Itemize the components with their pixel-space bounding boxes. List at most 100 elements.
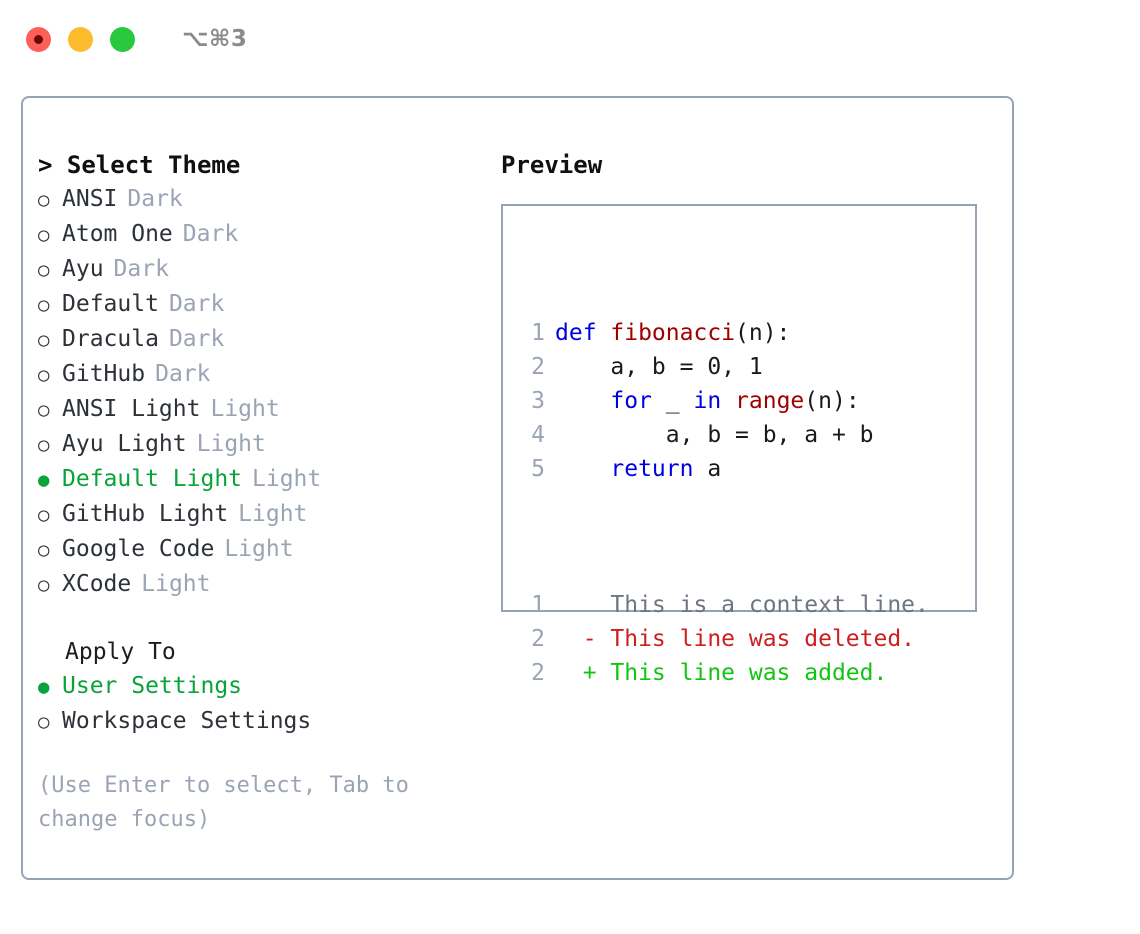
- radio-unselected-icon: ○: [38, 294, 50, 316]
- minimize-button[interactable]: [68, 26, 93, 52]
- radio-unselected-icon: ○: [38, 574, 50, 596]
- code-token-kw: def: [555, 320, 611, 346]
- theme-option-11[interactable]: ○ XCode Light: [38, 567, 488, 602]
- apply-to-option-0[interactable]: ● User Settings: [38, 669, 488, 704]
- apply-to-option-1[interactable]: ○Workspace Settings: [38, 704, 488, 739]
- theme-option-8[interactable]: ● Default Light Light: [38, 462, 488, 497]
- code-line-number: 5: [531, 456, 545, 482]
- radio-selected-icon: ●: [38, 676, 50, 698]
- apply-to-header: Apply To: [65, 639, 176, 665]
- theme-picker-header: > Select Theme: [38, 151, 241, 179]
- theme-option-tag: Light: [210, 396, 280, 422]
- radio-unselected-icon: ○: [38, 434, 50, 456]
- code-line: 5 return a: [519, 452, 929, 486]
- close-button[interactable]: [26, 26, 51, 52]
- diff-line-text: + This line was added.: [555, 660, 888, 686]
- theme-option-tag: Dark: [182, 221, 239, 247]
- diff-line-number: 2: [531, 626, 545, 652]
- diff-line: 1 This is a context line.: [519, 588, 929, 622]
- theme-option-tag: Light: [252, 466, 322, 492]
- section-spacer: [38, 602, 488, 635]
- code-token-plain: _: [651, 388, 694, 414]
- theme-option-label: GitHub: [62, 361, 146, 387]
- theme-option-1[interactable]: ○ Atom One Dark: [38, 217, 488, 252]
- code-line-number: 4: [531, 422, 545, 448]
- code-token-plain: (n):: [735, 320, 791, 346]
- theme-option-tag: Light: [196, 431, 266, 457]
- code-line: 1 def fibonacci(n):: [519, 316, 929, 350]
- code-token-plain: a: [693, 456, 722, 482]
- code-token-plain: (n):: [804, 388, 860, 414]
- diff-line-number: 2: [531, 660, 545, 686]
- keyboard-hint-text: (Use Enter to select, Tab to change focu…: [38, 773, 423, 832]
- theme-option-label: Ayu Light: [62, 431, 187, 457]
- code-token-kw: return: [610, 456, 694, 482]
- apply-to-option-list: ● User Settings ○Workspace Settings: [38, 669, 488, 739]
- maximize-button[interactable]: [110, 26, 135, 52]
- diff-line: 2 - This line was deleted.: [519, 622, 929, 656]
- radio-unselected-icon: ○: [38, 259, 50, 281]
- theme-option-tag: Dark: [168, 291, 225, 317]
- theme-option-3[interactable]: ○ Default Dark: [38, 287, 488, 322]
- title-bar: ⌥⌘3: [0, 0, 1140, 78]
- radio-unselected-icon: ○: [38, 539, 50, 561]
- window-controls: [26, 26, 135, 52]
- code-line: 4 a, b = b, a + b: [519, 418, 929, 452]
- code-token-kw: in: [693, 388, 722, 414]
- theme-option-label: Default Light: [62, 466, 243, 492]
- theme-option-label: Atom One: [62, 221, 173, 247]
- code-line: 3 for _ in range(n):: [519, 384, 929, 418]
- radio-unselected-icon: ○: [38, 224, 50, 246]
- radio-unselected-icon: ○: [38, 364, 50, 386]
- diff-line-number: 1: [531, 592, 545, 618]
- radio-unselected-icon: ○: [38, 399, 50, 421]
- code-token-kw: for: [610, 388, 652, 414]
- radio-unselected-icon: ○: [38, 189, 50, 211]
- theme-option-label: XCode: [62, 571, 132, 597]
- theme-option-tag: Light: [238, 501, 308, 527]
- recording-indicator-icon: [34, 34, 43, 44]
- theme-option-tag: Light: [141, 571, 211, 597]
- theme-option-5[interactable]: ○ GitHub Dark: [38, 357, 488, 392]
- diff-line-text: This is a context line.: [555, 592, 929, 618]
- code-token-fn: fibonacci: [610, 320, 736, 346]
- code-token-plain: [721, 388, 735, 414]
- diff-lines: 1 This is a context line.2 - This line w…: [519, 588, 929, 690]
- preview-header: Preview: [501, 151, 603, 179]
- radio-unselected-icon: ○: [38, 329, 50, 351]
- code-line: 2 a, b = 0, 1: [519, 350, 929, 384]
- radio-selected-icon: ●: [38, 469, 50, 491]
- theme-option-9[interactable]: ○ GitHub Light Light: [38, 497, 488, 532]
- theme-option-label: GitHub Light: [62, 501, 229, 527]
- diff-line-text: - This line was deleted.: [555, 626, 916, 652]
- apply-to-option-label: User Settings: [62, 673, 243, 699]
- theme-option-tag: Dark: [168, 326, 225, 352]
- code-token-plain: [555, 388, 610, 414]
- diff-line: 2 + This line was added.: [519, 656, 929, 690]
- theme-option-label: Google Code: [62, 536, 215, 562]
- radio-unselected-icon: ○: [38, 711, 50, 733]
- keyboard-shortcut-label: ⌥⌘3: [182, 26, 248, 52]
- theme-option-7[interactable]: ○ Ayu Light Light: [38, 427, 488, 462]
- code-token-fn: range: [735, 388, 805, 414]
- code-line-number: 3: [531, 388, 545, 414]
- theme-option-label: Default: [62, 291, 159, 317]
- code-line-number: 1: [531, 320, 545, 346]
- theme-option-tag: Dark: [127, 186, 183, 212]
- theme-option-tag: Dark: [113, 256, 169, 282]
- code-token-plain: [555, 456, 610, 482]
- code-token-plain: a, b = 0, 1: [555, 354, 763, 380]
- theme-option-tag: Dark: [155, 361, 211, 387]
- radio-unselected-icon: ○: [38, 504, 50, 526]
